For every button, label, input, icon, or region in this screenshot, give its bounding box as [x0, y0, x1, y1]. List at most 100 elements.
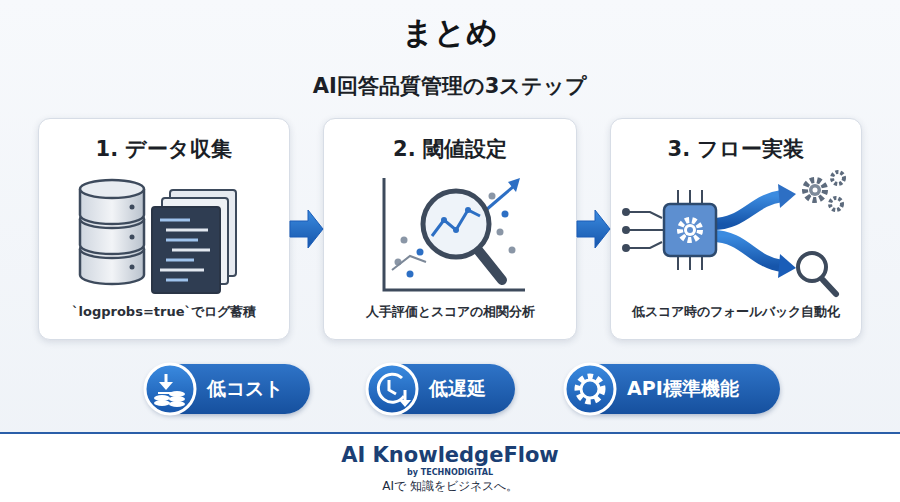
step-heading: 2. 閾値設定	[393, 135, 507, 163]
gear-badge-icon	[578, 377, 602, 401]
step-heading: 3. フロー実装	[668, 135, 805, 163]
clock-icon	[399, 400, 411, 407]
chip-icon	[684, 224, 696, 236]
cost-icon	[145, 364, 195, 414]
magnifier-icon	[465, 207, 471, 213]
circuit-lines	[628, 212, 662, 218]
feature-pill: 低コスト	[145, 364, 310, 414]
circuit-lines	[662, 229, 665, 231]
document-stack	[152, 190, 236, 293]
cost-icon	[169, 391, 185, 397]
feature-label: 低コスト	[207, 376, 283, 402]
analysis-chart	[407, 271, 414, 278]
cost-icon	[165, 374, 168, 384]
circuit-lines	[701, 190, 703, 203]
gear-badge-icon	[581, 380, 599, 398]
database-icon	[80, 210, 144, 228]
analysis-chart	[384, 178, 525, 290]
document-stack	[162, 198, 228, 284]
database-icon	[130, 265, 135, 270]
clock-icon	[367, 364, 417, 414]
cost-icon	[158, 392, 174, 394]
diagram-subtitle: AI回答品質管理の3ステップ	[0, 72, 900, 100]
circuit-lines	[677, 190, 679, 203]
feature-label: 低遅延	[429, 376, 486, 402]
database-icon	[80, 180, 144, 284]
circuit-lines	[689, 190, 691, 203]
cost-icon	[159, 382, 173, 390]
gear-icons	[832, 172, 844, 184]
brand-tagline: AIで 知識をビジネスへ。	[382, 478, 518, 494]
circuit-lines	[623, 245, 629, 251]
database-icon	[80, 189, 144, 224]
step-heading: 1. データ収集	[96, 135, 233, 163]
cost-icon	[169, 401, 185, 407]
document-stack	[166, 229, 208, 232]
document-stack	[160, 219, 190, 222]
flow-arrow	[577, 210, 610, 248]
magnifier-icon	[441, 217, 447, 223]
chip-icon	[664, 204, 716, 256]
magnifier-icon	[478, 250, 502, 280]
brand-name: AI KnowledgeFlow	[341, 443, 559, 467]
magnifier-icon	[453, 227, 459, 233]
document-stack	[160, 269, 204, 272]
analysis-chart	[401, 237, 408, 244]
feature-pill: API標準機能	[565, 364, 780, 414]
brand-byline: by TECHNODIGITAL	[407, 467, 493, 478]
circuit-lines	[623, 190, 702, 270]
document-stack	[166, 239, 198, 242]
step-description: 人手評価とスコアの相関分析	[366, 303, 535, 321]
document-stack	[170, 190, 236, 276]
chip-icon	[664, 204, 716, 256]
gear-badge-icon	[565, 364, 615, 414]
gear-icons	[809, 184, 821, 196]
gear-icons	[813, 188, 818, 193]
database-icon	[130, 205, 135, 210]
document-stack	[166, 279, 188, 282]
gear-icons	[830, 198, 842, 210]
analysis-chart	[384, 178, 525, 290]
database-icon	[130, 235, 135, 240]
step-card: 2. 閾値設定人手評価とスコアの相関分析	[323, 118, 577, 340]
database-icon	[80, 249, 144, 284]
chip-icon	[687, 227, 693, 233]
circuit-lines	[628, 242, 662, 248]
clock-icon	[367, 364, 417, 414]
gear-icons	[836, 176, 840, 180]
gear-icons	[805, 180, 825, 200]
gear-icons	[834, 202, 838, 206]
document-stack	[172, 249, 210, 252]
circuit-lines	[701, 257, 703, 270]
step-card: 1. データ収集`logprobs=true`でログ蓄積	[38, 118, 290, 340]
analysis-chart	[489, 193, 496, 200]
search-icon	[798, 253, 826, 281]
flow-arrows	[778, 254, 796, 278]
circuit-lines	[677, 257, 679, 270]
magnifier-icon	[432, 210, 480, 236]
database-icon	[80, 219, 144, 254]
analysis-chart	[509, 247, 516, 254]
gear-badge-icon	[565, 364, 615, 414]
analysis-chart	[392, 256, 426, 270]
step-card: 3. フロー実装低スコア時のフォールバック自動化	[610, 118, 862, 340]
flow-arrows	[712, 196, 782, 224]
cost-icon	[169, 396, 185, 402]
search-icon	[798, 253, 836, 294]
chip-icon	[680, 220, 700, 240]
clock-icon	[378, 374, 404, 402]
circuit-lines	[623, 227, 629, 233]
magnifier-icon	[423, 191, 489, 257]
feature-pill: 低遅延	[367, 364, 515, 414]
circuit-lines	[623, 209, 629, 215]
diagram-title: まとめ	[0, 12, 900, 54]
gear-icons	[805, 172, 844, 210]
circuit-lines	[628, 229, 662, 231]
flow-arrow	[290, 210, 323, 248]
database-icon	[80, 180, 144, 198]
circuit-lines	[689, 257, 691, 270]
analysis-chart	[508, 178, 520, 192]
magnifier-icon	[423, 191, 502, 280]
